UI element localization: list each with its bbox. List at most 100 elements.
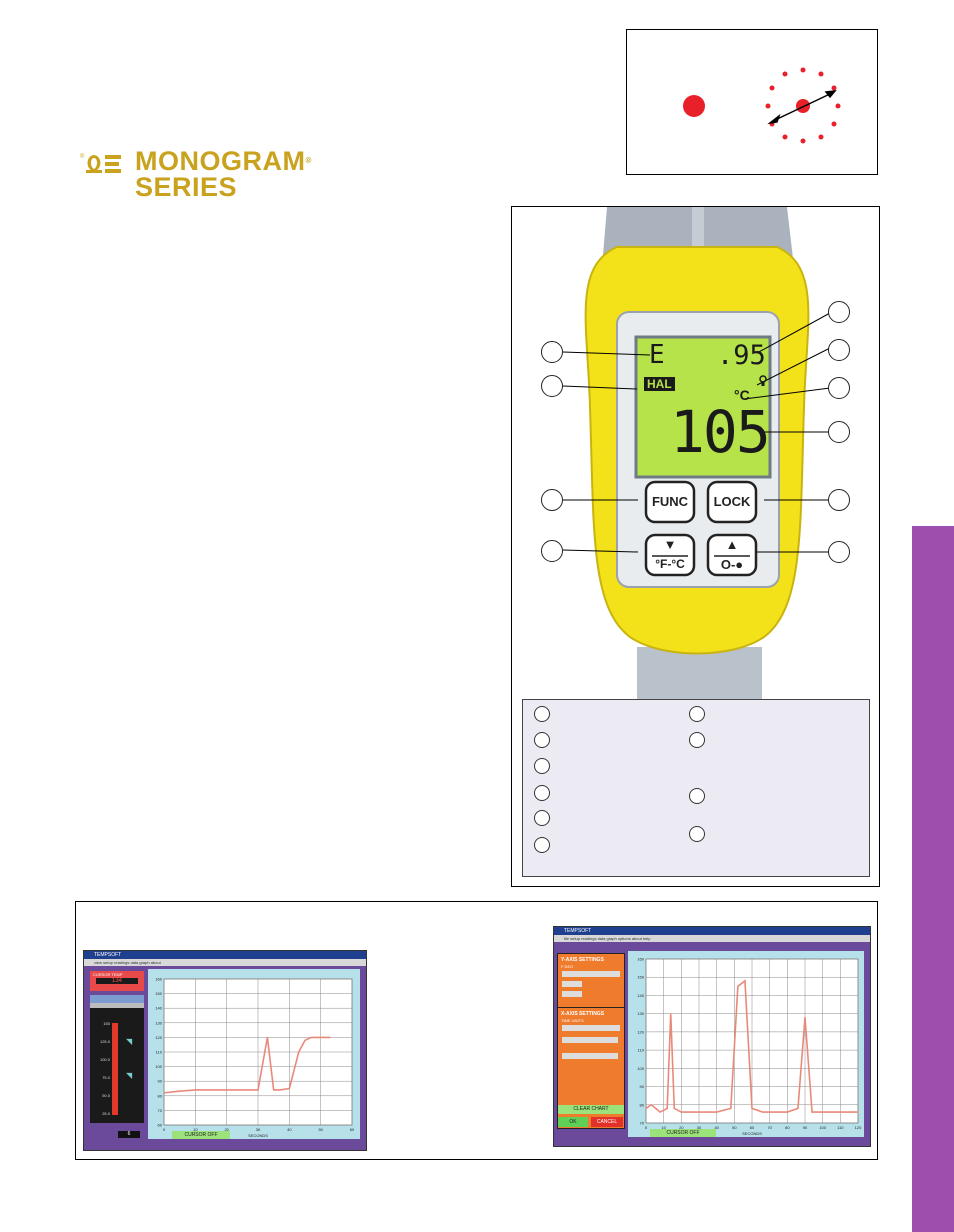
- data-point: [288, 1087, 290, 1090]
- clear-chart-button[interactable]: CLEAR CHART: [558, 1105, 624, 1114]
- data-point: [716, 1111, 718, 1113]
- data-point: [257, 1089, 259, 1091]
- cancel-button[interactable]: CANCEL: [591, 1117, 623, 1127]
- x-axis-label: SECONDS: [248, 1133, 268, 1138]
- callout-circle: [828, 541, 850, 563]
- unit-toggle-button[interactable]: °F-°C: [655, 557, 685, 571]
- x-tick-label: 0: [163, 1127, 166, 1132]
- legend-marker: [534, 758, 550, 774]
- x-scroll-slider[interactable]: [562, 1053, 618, 1059]
- data-point: [650, 1104, 652, 1106]
- callout-circle: [828, 377, 850, 399]
- lcd-reading: 105: [670, 398, 771, 466]
- axis-settings-panel: Y-AXIS SETTINGS F DEG X-AXIS SETTINGS TI…: [557, 953, 625, 1129]
- y-tick-label: 110: [156, 1050, 163, 1055]
- callout-circle: [541, 341, 563, 363]
- svg-text:®: ®: [80, 153, 85, 160]
- x-tick-label: 10: [661, 1125, 666, 1130]
- x-tick-label: 0: [645, 1125, 648, 1130]
- legend-marker: [689, 706, 705, 722]
- y-tick-label: 100: [637, 1066, 644, 1071]
- y-field-label: F DEG: [561, 964, 574, 969]
- x-tick-label: 60: [350, 1127, 355, 1132]
- y-tick-label: 90: [158, 1079, 163, 1084]
- y-unit-select[interactable]: [562, 971, 620, 977]
- data-point: [804, 1016, 806, 1018]
- lcd-mode-char: E: [649, 340, 665, 370]
- side-value: 6: [118, 1131, 140, 1138]
- y-tick-label: 120: [155, 1035, 162, 1040]
- y-tick-label: 80: [158, 1093, 163, 1098]
- data-point: [266, 1036, 268, 1038]
- y-tick-label: 100: [155, 1064, 162, 1069]
- x-unit-select[interactable]: [562, 1025, 620, 1031]
- x-axis-settings-title: X-AXIS SETTINGS: [561, 1011, 605, 1017]
- data-point: [730, 1107, 732, 1110]
- laser-dots-illustration: [683, 67, 841, 144]
- legend-marker: [689, 732, 705, 748]
- laser-indicator-icon: [758, 374, 768, 386]
- down-unit-button-shape: [644, 533, 696, 577]
- y-tick-label: 70: [158, 1108, 163, 1113]
- single-laser-dot: [683, 95, 705, 117]
- x-tick-label: 30: [256, 1127, 261, 1132]
- panel-dropdown: [90, 1003, 144, 1008]
- y-max-input[interactable]: [562, 981, 582, 987]
- up-arrow-icon[interactable]: ▲: [725, 537, 739, 552]
- menu-bar: file setup readings data graph options a…: [554, 935, 870, 942]
- lock-button-shape: [706, 480, 758, 524]
- bar-tick-label: 75.0: [102, 1075, 111, 1080]
- x-tick-label: 30: [697, 1125, 702, 1130]
- ok-button[interactable]: OK: [558, 1117, 588, 1127]
- lock-button[interactable]: LOCK: [713, 494, 751, 509]
- bar-tick-label: 100.0: [100, 1057, 111, 1062]
- legend-marker: [689, 788, 705, 804]
- laser-spot-diagram: [626, 29, 878, 175]
- y-tick-label: 80: [640, 1102, 645, 1107]
- data-point: [279, 1089, 281, 1091]
- brand-line1: MONOGRAM: [135, 146, 306, 176]
- x-tick-label: 90: [803, 1125, 808, 1130]
- y-axis-settings-title: Y-AXIS SETTINGS: [561, 957, 604, 963]
- legend-marker: [534, 837, 550, 853]
- legend-marker: [534, 785, 550, 801]
- title-bar: TEMPSOFT: [84, 951, 366, 959]
- section-tab: [912, 526, 954, 1232]
- x-range-inputs[interactable]: [562, 1037, 618, 1043]
- bar-tick-label: 50.0: [102, 1093, 111, 1098]
- callout-circle: [828, 421, 850, 443]
- data-point: [670, 1013, 672, 1015]
- laser-toggle-button[interactable]: O-●: [720, 557, 744, 572]
- down-arrow-icon[interactable]: ▼: [663, 537, 677, 552]
- callout-circle: [828, 489, 850, 511]
- legend-marker: [534, 810, 550, 826]
- data-point: [241, 1089, 243, 1091]
- y-tick-label: 140: [637, 993, 644, 998]
- callout-circle: [541, 489, 563, 511]
- x-tick-label: 20: [224, 1127, 229, 1132]
- data-point: [797, 1107, 799, 1110]
- legend-marker: [534, 732, 550, 748]
- hi-alarm-icon: ◥: [126, 1037, 133, 1046]
- cursor-off-button[interactable]: CURSOR OFF: [650, 1129, 716, 1137]
- data-point: [744, 980, 746, 982]
- callout-circle: [828, 339, 850, 361]
- data-point: [320, 1036, 322, 1038]
- data-point: [737, 985, 739, 987]
- y-tick-label: 130: [155, 1020, 162, 1025]
- diameter-arrow-icon: [767, 90, 837, 125]
- x-tick-label: 20: [679, 1125, 684, 1130]
- lcd-emissivity: .95: [717, 340, 766, 371]
- data-point: [175, 1090, 178, 1093]
- x-field-label: TIME UNITS: [561, 1018, 584, 1023]
- y-tick-label: 140: [155, 1006, 162, 1011]
- cursor-off-button[interactable]: CURSOR OFF: [172, 1131, 230, 1139]
- x-tick-label: 60: [750, 1125, 755, 1130]
- callout-circle: [541, 540, 563, 562]
- data-point: [751, 1107, 753, 1110]
- data-point: [680, 1111, 682, 1113]
- func-button[interactable]: FUNC: [651, 494, 689, 509]
- y-min-input[interactable]: [562, 991, 582, 997]
